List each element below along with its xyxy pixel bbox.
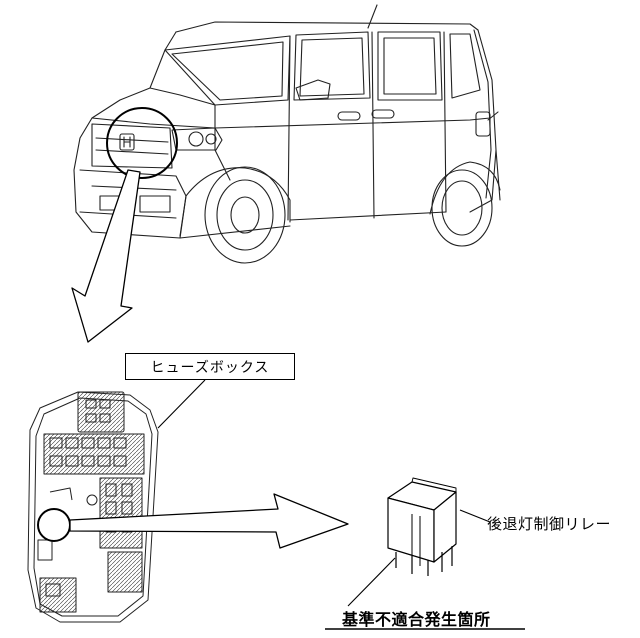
pointer-arrow-fusebox-to-relay — [69, 493, 349, 549]
non-conformity-label: 基準不適合発生箇所 — [342, 610, 491, 629]
fuse-box-label-text: ヒューズボックス — [150, 359, 270, 376]
relay-illustration — [387, 477, 457, 576]
relay-location-marker — [37, 508, 71, 542]
relay-leader-line — [459, 509, 491, 523]
vehicle-illustration — [73, 4, 501, 264]
fusebox-leader-line — [157, 379, 206, 429]
pointer-arrow-car-to-fusebox — [71, 169, 141, 343]
fuse-box-illustration — [27, 391, 159, 623]
fuse-box-label: ヒューズボックス — [125, 353, 295, 380]
emblem-callout — [106, 107, 178, 179]
nonconformity-leader-line — [347, 557, 396, 607]
relay-label: 後退灯制御リレー — [487, 515, 612, 533]
